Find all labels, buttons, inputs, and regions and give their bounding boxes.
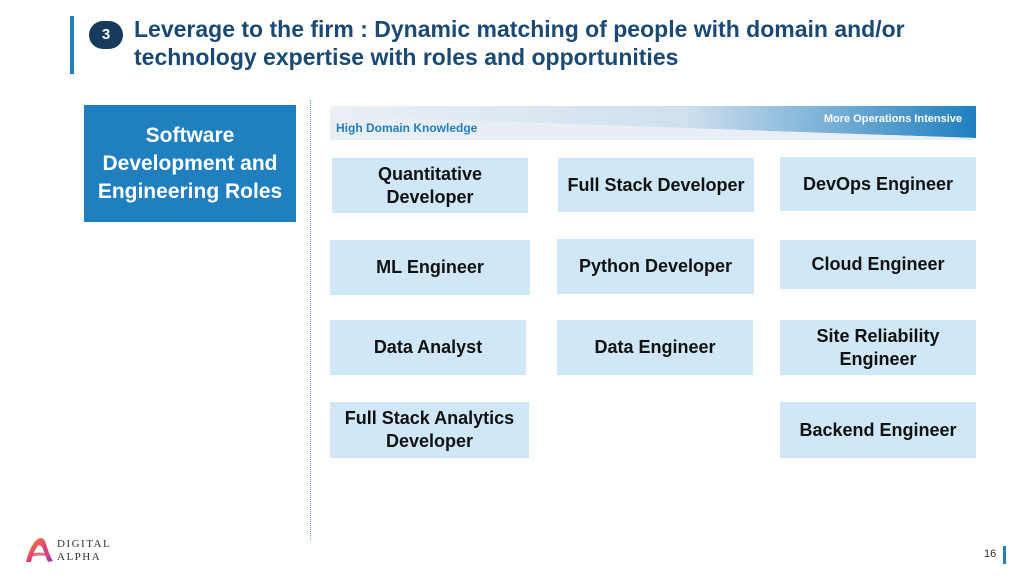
role-label: Full Stack Analytics Developer	[344, 408, 515, 451]
role-label: Quantitative Developer	[377, 163, 483, 207]
role-card-full-stack-analytics-developer: Full Stack Analytics Developer	[330, 402, 529, 458]
slide-title: Leverage to the firm : Dynamic matching …	[134, 16, 905, 70]
role-card-devops-engineer: DevOps Engineer	[780, 157, 976, 211]
title-accent-bar	[70, 16, 74, 74]
role-card-ml-engineer: ML Engineer	[330, 240, 530, 295]
role-label: Data Analyst	[373, 337, 483, 357]
page-number: 16	[984, 548, 997, 560]
role-label: Site Reliability Engineer	[816, 325, 940, 369]
category-box: Software Development and Engineering Rol…	[84, 105, 296, 222]
vertical-divider	[310, 100, 311, 540]
logo-line-2: ALPHA	[57, 551, 102, 563]
role-label: Python Developer	[578, 256, 733, 276]
category-label: Software Development and Engineering Rol…	[97, 123, 283, 203]
spectrum-left-label: High Domain Knowledge	[336, 121, 478, 135]
role-label: ML Engineer	[376, 257, 484, 277]
role-card-data-engineer: Data Engineer	[557, 320, 753, 375]
role-label: Backend Engineer	[799, 419, 957, 440]
page-number-accent	[1003, 546, 1006, 564]
role-card-python-developer: Python Developer	[557, 239, 754, 294]
digital-alpha-logo-icon	[26, 538, 53, 562]
role-card-quantitative-developer: Quantitative Developer	[332, 158, 528, 213]
logo-line-1: DIGITAL	[57, 538, 112, 550]
role-label: DevOps Engineer	[802, 173, 954, 194]
spectrum-right-label: More Operations Intensive	[823, 113, 962, 125]
role-label: Full Stack Developer	[567, 174, 745, 195]
digital-alpha-logo: DIGITAL ALPHA	[24, 536, 134, 568]
role-card-full-stack-developer: Full Stack Developer	[558, 158, 754, 212]
role-card-data-analyst: Data Analyst	[330, 320, 526, 375]
spectrum-wedge	[330, 106, 976, 140]
spectrum-arrow: High Domain Knowledge More Operations In…	[330, 106, 976, 140]
role-card-backend-engineer: Backend Engineer	[780, 402, 976, 458]
role-card-cloud-engineer: Cloud Engineer	[780, 240, 976, 289]
step-number-badge: 3	[89, 21, 123, 49]
role-label: Data Engineer	[594, 337, 716, 357]
role-label: Cloud Engineer	[811, 254, 945, 274]
role-card-site-reliability-engineer: Site Reliability Engineer	[780, 320, 976, 375]
